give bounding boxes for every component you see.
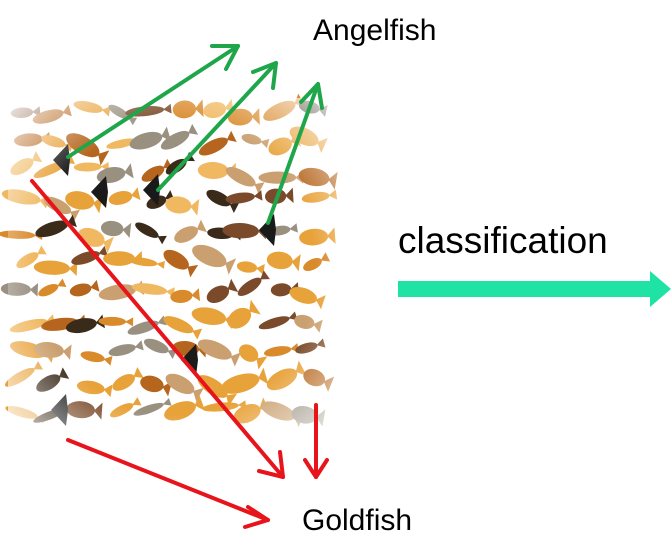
- classification-arrow: [398, 271, 671, 307]
- fish-collection-image: [0, 94, 342, 442]
- photo-vignette: [8, 98, 342, 442]
- goldfish-arrow-2: [68, 440, 268, 527]
